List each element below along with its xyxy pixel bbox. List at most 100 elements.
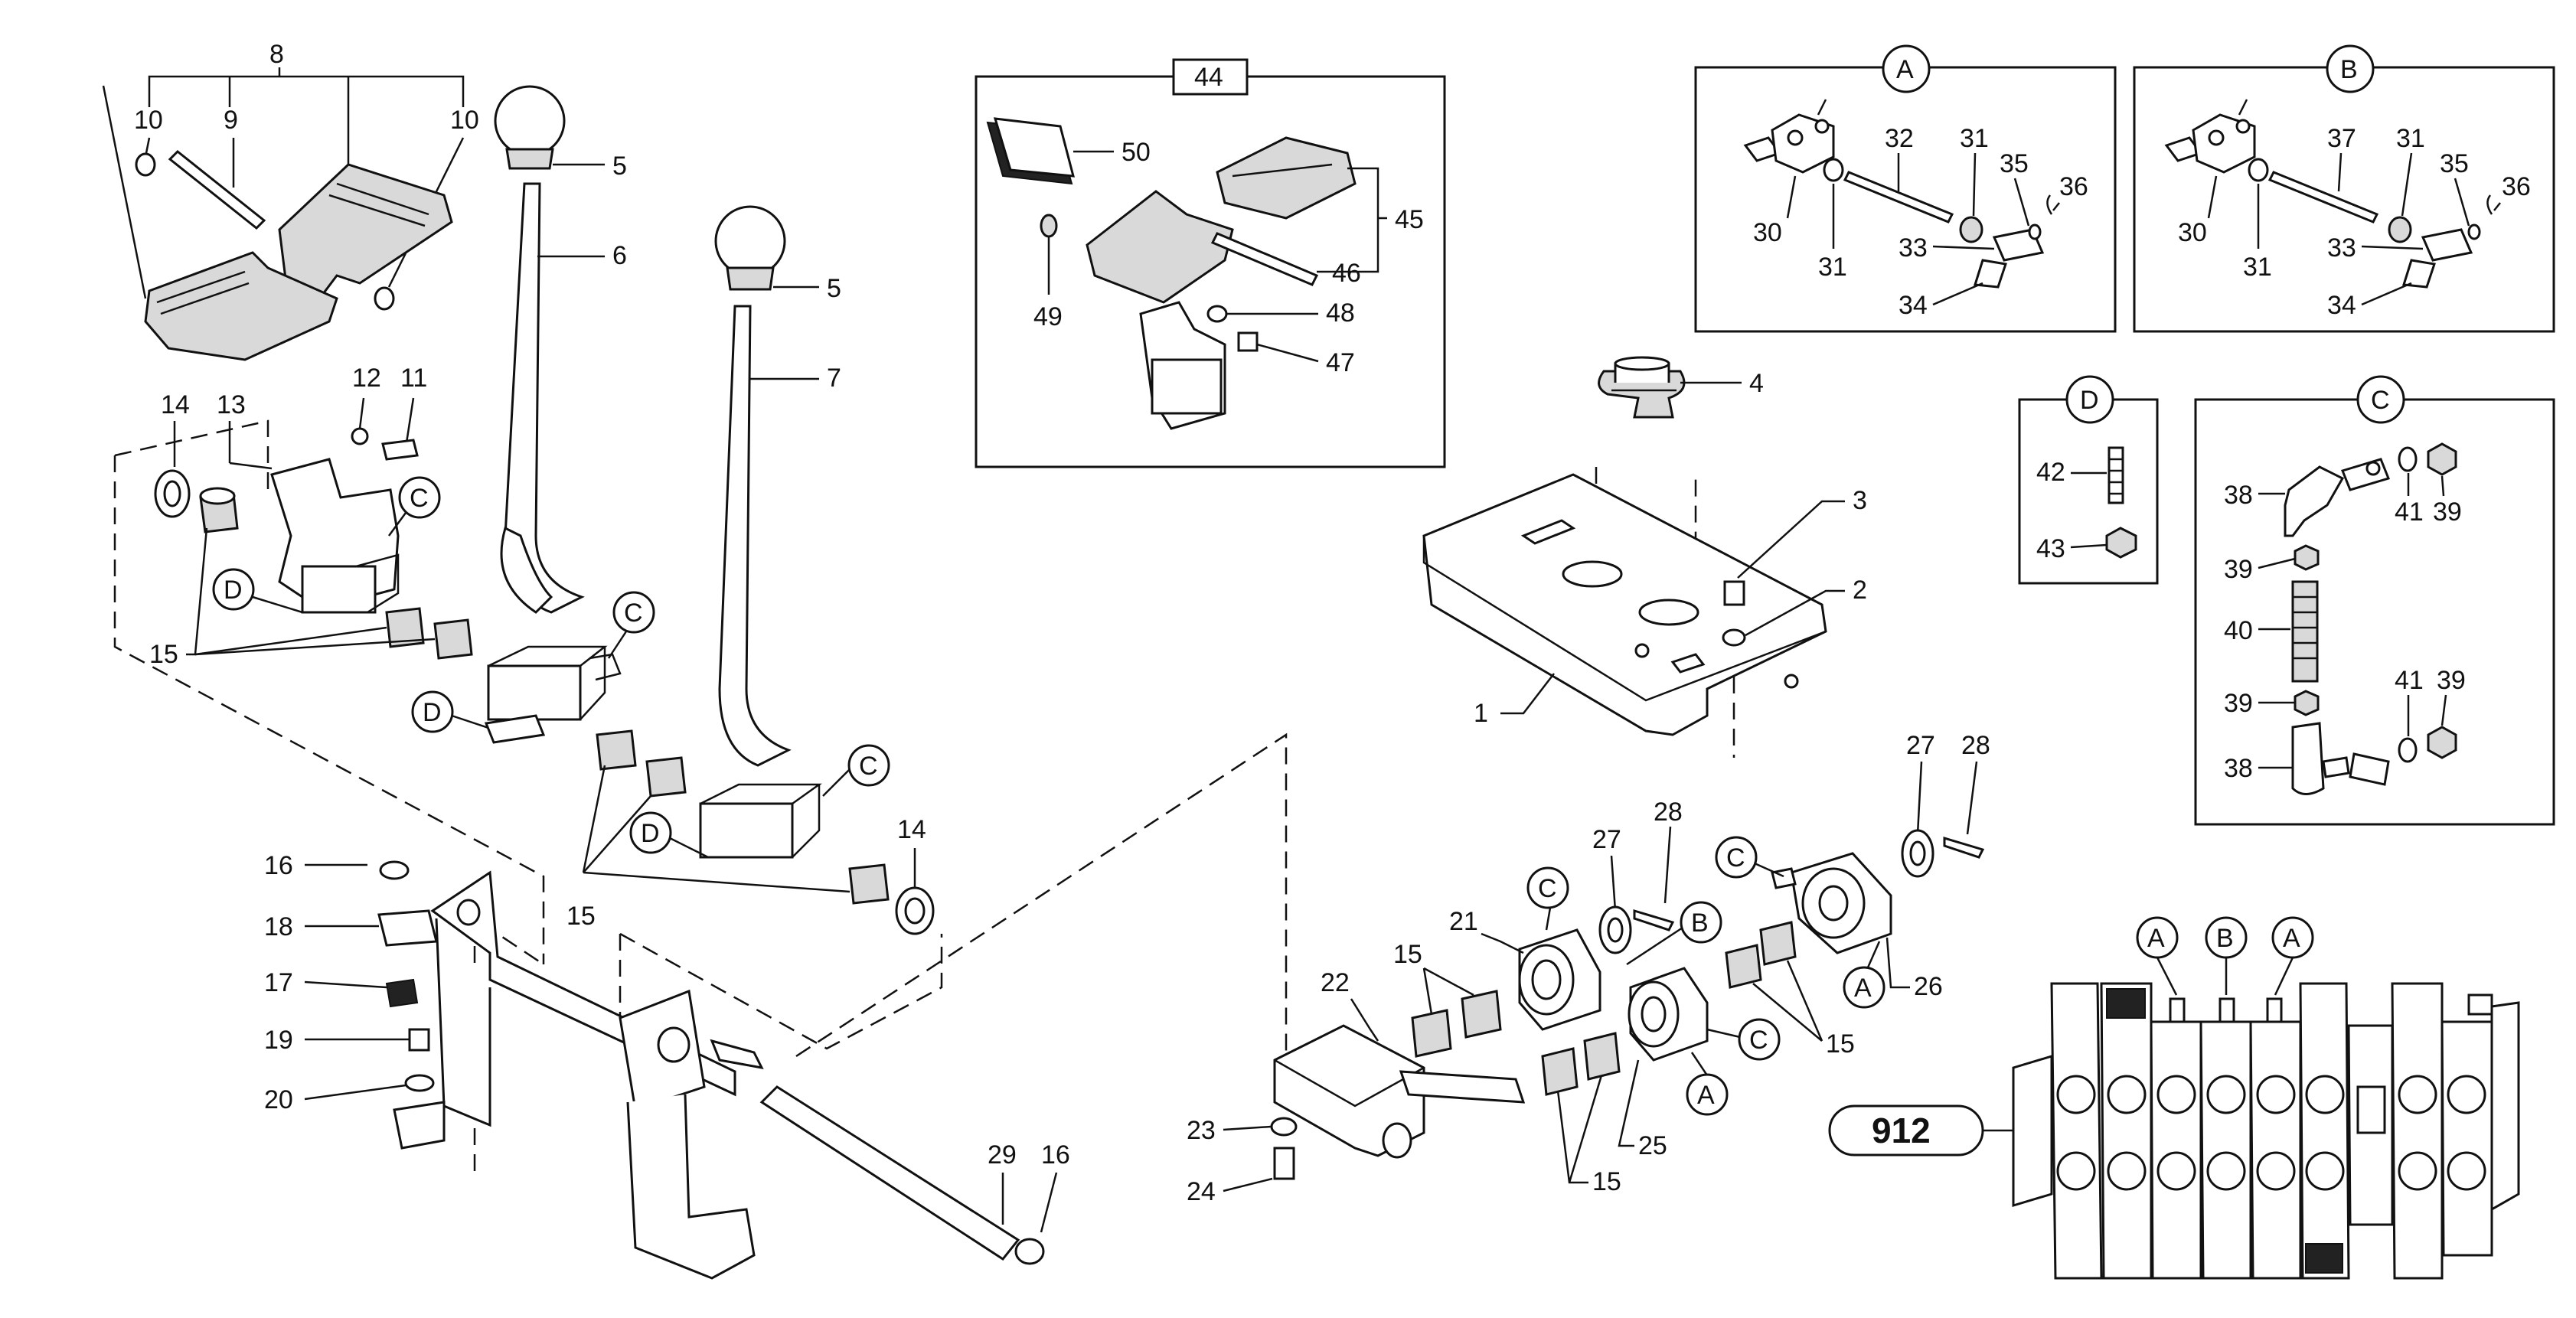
- callout-43: 43: [2036, 534, 2065, 563]
- callout-7: 7: [827, 364, 841, 393]
- box-c-label: C: [2371, 386, 2390, 415]
- callout-27: 27: [1906, 731, 1935, 760]
- shaft-assembly: 22 23 24 15 21 C 27 28 B: [1187, 731, 1990, 1206]
- callout-45: 45: [1395, 205, 1424, 234]
- callout-34: 34: [1899, 291, 1928, 320]
- ref-c-label: C: [624, 599, 643, 628]
- callout-32: 32: [1885, 124, 1914, 153]
- callout-49: 49: [1033, 302, 1063, 331]
- callout-14: 14: [161, 390, 190, 419]
- callout-24: 24: [1187, 1177, 1216, 1206]
- callout-34: 34: [2327, 291, 2356, 320]
- callout-11: 11: [400, 364, 427, 393]
- callout-5: 5: [612, 152, 627, 181]
- callout-31: 31: [1960, 124, 1989, 153]
- lever-bracket-left: 14 13 12 11 C D 15: [149, 364, 473, 669]
- detail-box-b: B 30 31 37 31 33 35 36 34: [2133, 44, 2555, 333]
- callout-18: 18: [264, 912, 293, 941]
- ref-d-label: D: [423, 698, 442, 727]
- pedal-group: 8 10 9 10: [102, 40, 479, 361]
- callout-41: 41: [2395, 498, 2424, 527]
- ref-c-label: C: [1538, 874, 1557, 903]
- callout-35: 35: [2440, 149, 2469, 178]
- callout-36: 36: [2502, 172, 2531, 201]
- detail-box-a: A 30 31 32 31 33 35 36 34: [1694, 44, 2117, 333]
- callout-47: 47: [1326, 348, 1355, 377]
- callout-27: 27: [1592, 825, 1621, 854]
- callout-35: 35: [2000, 149, 2029, 178]
- ref-b-label: B: [1691, 909, 1709, 938]
- detail-box-d: D 42 43: [2018, 375, 2159, 585]
- callout-15: 15: [1826, 1029, 1855, 1059]
- ref-a-label: A: [1697, 1081, 1715, 1110]
- callout-2: 2: [1853, 576, 1867, 605]
- callout-38: 38: [2224, 481, 2253, 510]
- callout-50: 50: [1121, 138, 1151, 167]
- callout-14: 14: [897, 815, 926, 844]
- ref-c-label: C: [410, 484, 429, 513]
- mounting-plate: 4 3 2 1: [1422, 356, 1867, 736]
- ref-circle-c: [398, 476, 441, 519]
- ref-d-label: D: [641, 819, 660, 848]
- callout-15: 15: [566, 902, 596, 931]
- lever-6: 5 6 C D: [411, 85, 655, 744]
- callout-26: 26: [1914, 972, 1943, 1001]
- ref-c-label: C: [1749, 1026, 1768, 1055]
- callout-16: 16: [264, 851, 293, 880]
- callout-3: 3: [1853, 486, 1867, 515]
- base-frame: 16 18 17 19 20 29 16: [264, 851, 1070, 1280]
- box-44-handle-kit: 44 50 45 46 49 48 47: [975, 58, 1446, 468]
- callout-4: 4: [1749, 369, 1764, 398]
- callout-30: 30: [1753, 218, 1782, 247]
- callout-31: 31: [2396, 124, 2425, 153]
- callout-48: 48: [1326, 299, 1355, 328]
- callout-8: 8: [269, 40, 284, 69]
- valve-ref-a-label: A: [2283, 924, 2300, 953]
- callout-40: 40: [2224, 616, 2253, 645]
- callout-25: 25: [1638, 1131, 1667, 1160]
- callout-39: 39: [2433, 498, 2462, 527]
- valve-ref-b-label: B: [2216, 924, 2234, 953]
- callout-16: 16: [1041, 1140, 1070, 1170]
- callout-29: 29: [988, 1140, 1017, 1170]
- callout-10: 10: [134, 106, 163, 135]
- box-a-label: A: [1896, 55, 1914, 84]
- callout-9: 9: [224, 106, 238, 135]
- callout-5: 5: [827, 274, 841, 303]
- callout-39: 39: [2437, 666, 2466, 695]
- callout-42: 42: [2036, 458, 2065, 487]
- lever-7: 5 7 C D 14 15: [566, 205, 935, 935]
- box-d-label: D: [2080, 386, 2099, 415]
- callout-46: 46: [1332, 259, 1361, 288]
- ref-a-label: A: [1854, 974, 1872, 1003]
- callout-33: 33: [1899, 233, 1928, 263]
- assembly-code: 912: [1872, 1111, 1931, 1150]
- callout-23: 23: [1187, 1116, 1216, 1145]
- callout-38: 38: [2224, 754, 2253, 783]
- ref-d-label: D: [224, 576, 243, 605]
- callout-39: 39: [2224, 555, 2253, 584]
- callout-36: 36: [2059, 172, 2088, 201]
- callout-28: 28: [1654, 798, 1683, 827]
- callout-15: 15: [1393, 940, 1422, 969]
- ref-circle-d: [212, 568, 255, 611]
- callout-15: 15: [1592, 1167, 1621, 1196]
- ref-c-label: C: [1726, 843, 1745, 873]
- callout-19: 19: [264, 1026, 293, 1055]
- callout-1: 1: [1474, 699, 1488, 728]
- ref-c-label: C: [859, 752, 878, 781]
- callout-44: 44: [1194, 63, 1223, 92]
- callout-15: 15: [149, 640, 178, 669]
- callout-33: 33: [2327, 233, 2356, 263]
- control-valve-912: 912: [1828, 916, 2520, 1280]
- callout-21: 21: [1449, 907, 1478, 936]
- callout-28: 28: [1961, 731, 1990, 760]
- callout-12: 12: [352, 364, 381, 393]
- valve-ref-a-label: A: [2147, 924, 2165, 953]
- callout-22: 22: [1321, 968, 1350, 997]
- callout-31: 31: [2243, 253, 2272, 282]
- box-b-label: B: [2340, 55, 2358, 84]
- detail-box-c: C 38 41 39 39 40 39 38 41 39: [2194, 375, 2555, 826]
- callout-39: 39: [2224, 689, 2253, 718]
